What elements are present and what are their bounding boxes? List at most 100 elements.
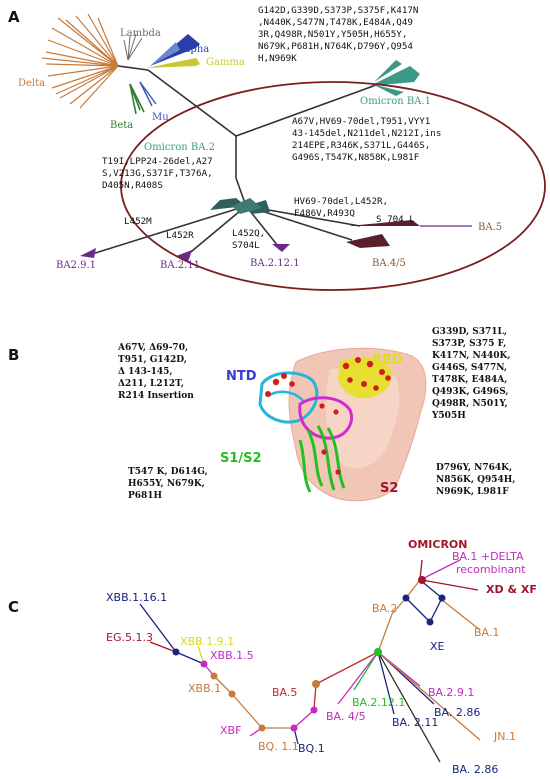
gamma-label: Gamma [206,57,245,68]
mu-label: Mu [152,112,169,123]
omicron-ellipse [120,81,546,291]
mutation-line: Q498R, N501Y, [432,399,508,409]
mutation-line: K417N, N440K, [432,351,511,361]
label-recombinant: recombinant [456,563,526,576]
rbd-mutations-block: G339D, S371L, S373P, S375 F, K417N, N440… [431,327,511,421]
label-ba1-delta: BA.1 +DELTA [452,550,524,563]
mutation-line: F486V,R493Q [294,208,355,219]
branch-label-l452r: L452R [166,230,194,241]
omicron-ba1-label: Omicron BA.1 [360,96,431,107]
s2-mutations-block: D796Y, N764K, N856K, Q954H, N969K, L981F [436,463,515,497]
mutation-line: D405N,R408S [102,180,163,191]
lambda-label: Lambda [120,28,161,39]
mutations-ba1-block: A67V,HV69-70del,T951,VYY1 43-145del,N211… [292,116,441,163]
ntd-ribbon [258,371,319,424]
mutation-line: G496S,T547K,N858K,L981F [292,152,419,163]
mutations-ba45-block: HV69-70del,L452R, F486V,R493Q [294,196,388,219]
leaf-label-ba291: BA2.9.1 [56,260,96,271]
label-ba45: BA. 4/5 [326,710,366,723]
mutation-line: T19I,LPP24-26del,A27 [102,156,213,167]
mutation-line: Δ 143-145, [118,367,173,377]
label-xd-xf: XD & XF [486,583,537,596]
label-eg513: EG.5.1.3 [106,631,153,644]
leaf-label-ba45: BA.4/5 [372,258,406,269]
ba45-leaf [346,234,390,248]
mutation-line: 43-145del,N211del,N212I,ins [292,128,441,139]
mutation-line: P681H [128,491,163,501]
ba211-leaf [176,250,192,262]
spike-protein-structure [258,347,427,502]
panel-c-network [139,559,481,763]
branch-label-s704l-ba5: S 704 L [376,214,415,225]
ba291-leaf [80,248,96,258]
delta-cluster [41,13,119,109]
mutation-line: N856K, Q954H, [436,475,515,485]
label-ba1: BA.1 [474,626,499,639]
mutation-line: H655Y, N679K, [128,479,205,489]
mutation-line: G142D,G339D,S373P,S375F,K417N [258,5,418,16]
mutation-line: D796Y, N764K, [436,463,512,473]
leaf-label-ba5: BA.5 [478,222,502,233]
mutation-line: T951, G142D, [118,355,187,365]
mutations-ba2-block: T19I,LPP24-26del,A27 S,V213G,S371F,T376A… [102,156,213,191]
leaf-label-ba211: BA.2.11 [160,260,200,271]
mutation-line: G446S, S477N, [432,363,507,373]
label-xbb191: XBB.1.9.1 [180,635,234,648]
label-ba291: BA.2.9.1 [428,686,474,699]
label-jn1: JN.1 [493,730,516,743]
label-ba286a: BA. 2.86 [434,706,480,719]
label-xbb1: XBB.1 [188,682,221,695]
mutation-line: H,N969K [258,53,297,64]
mutation-line: A67V, Δ69-70, [117,343,188,353]
mutation-line: ,N440K,S477N,T478K,E484A,Q49 [258,17,413,28]
mutation-line: T478K, E484A, [432,375,507,385]
ba1-cluster [370,60,420,96]
label-xbf: XBF [220,724,241,737]
label-ba5: BA.5 [272,686,297,699]
beta-cluster [129,83,145,115]
label-ba286b: BA. 2.86 [452,763,498,776]
ntd-mutations-block: A67V, Δ69-70, T951, G142D, Δ 143-145, Δ2… [117,343,194,401]
panel-a-letter: A [8,8,20,26]
label-bq1: BQ.1 [298,742,325,755]
panel-c-letter: C [8,598,19,616]
domain-label-s1s2: S1/S2 [220,451,262,466]
mutation-line: HV69-70del,L452R, [294,196,388,207]
label-ba211: BA. 2.11 [392,716,438,729]
panel-b-letter: B [8,346,19,364]
mutation-line: S,V213G,S371F,T376A, [102,168,213,179]
alpha-cluster [150,34,200,66]
domain-label-rbd: RBD [372,353,403,368]
ba2-hub [210,198,270,214]
mutation-line: G339D, S371L, [432,327,507,337]
label-xbb15: XBB.1.5 [210,649,254,662]
branch-label-l452m: L452M [124,216,152,227]
leaf-label-ba2121: BA.2.12.1 [250,258,300,269]
mutation-line: Q493K, G496S, [432,387,509,397]
branch-label-l452q: L452Q, [232,228,265,239]
mutation-line: S373P, S375 F, [432,339,506,349]
omicron-ba2-label: Omicron BA.2 [144,142,215,153]
domain-label-ntd: NTD [226,369,257,384]
mutation-line: 214EPE,R346K,S371L,G446S, [292,140,430,151]
ba2121-leaf [272,244,290,252]
mutations-top-block: G142D,G339D,S373P,S375F,K417N ,N440K,S47… [258,5,418,64]
panel-a-tree [41,13,546,291]
label-xbb1161: XBB.1.16.1 [106,591,167,604]
ba5-leaf [348,220,420,226]
label-ba2: BA.2 [372,602,397,615]
mu-cluster [139,81,157,107]
mutation-line: A67V,HV69-70del,T951,VYY1 [292,116,430,127]
domain-label-s2: S2 [380,481,398,496]
alpha-label: Alpha [179,44,209,55]
mutation-line: 3R,Q498R,N501Y,Y505H,H655Y, [258,29,407,40]
mutation-spheres [265,357,391,475]
mutation-line: R214 Insertion [118,391,194,401]
gamma-cluster [146,58,200,68]
s1s2-mutations-block: T547 K, D614G, H655Y, N679K, P681H [128,467,208,501]
label-ba2121: BA.2.12.1 [352,696,405,709]
label-xe: XE [430,640,445,653]
mutation-line: N969K, L981F [436,487,509,497]
